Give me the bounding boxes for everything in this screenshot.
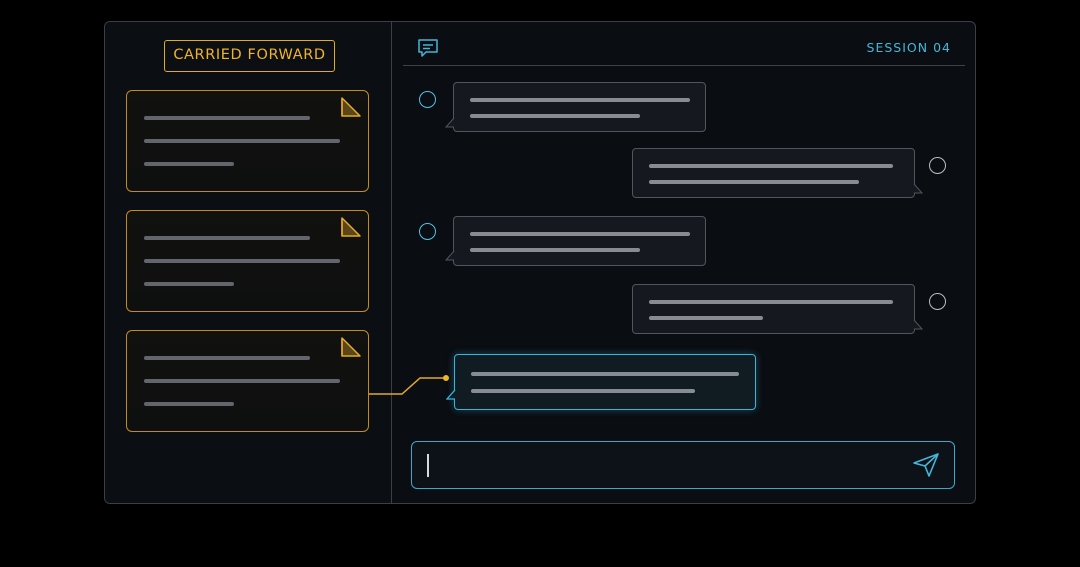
message-line bbox=[649, 316, 763, 320]
bubble-tail bbox=[913, 184, 923, 194]
message-line bbox=[649, 180, 859, 184]
bubble-tail bbox=[445, 251, 455, 261]
text-caret bbox=[427, 454, 429, 477]
user-avatar bbox=[929, 293, 946, 310]
message-bubble[interactable] bbox=[632, 148, 915, 198]
message-bubble[interactable] bbox=[632, 284, 915, 334]
message-input[interactable] bbox=[424, 450, 900, 480]
folded-corner-icon bbox=[341, 97, 361, 117]
paper-plane-icon[interactable] bbox=[912, 452, 940, 478]
message-line bbox=[471, 389, 695, 393]
assistant-avatar bbox=[419, 223, 436, 240]
note-line bbox=[144, 259, 340, 263]
header-divider bbox=[403, 65, 965, 66]
note-line bbox=[144, 356, 310, 360]
message-line bbox=[470, 114, 640, 118]
note-card-3[interactable] bbox=[126, 330, 369, 432]
message-composer[interactable] bbox=[411, 441, 955, 489]
note-line bbox=[144, 402, 234, 406]
user-avatar bbox=[929, 157, 946, 174]
carried-forward-badge: CARRIED FORWARD bbox=[164, 40, 335, 72]
folded-corner-icon bbox=[341, 337, 361, 357]
message-line bbox=[649, 164, 893, 168]
message-bubble[interactable] bbox=[453, 82, 706, 132]
carried-forward-panel: CARRIED FORWARD bbox=[105, 22, 392, 503]
message-line bbox=[471, 372, 739, 376]
message-line bbox=[470, 248, 640, 252]
message-bubble[interactable] bbox=[453, 216, 706, 266]
note-line bbox=[144, 379, 340, 383]
bubble-tail bbox=[446, 390, 456, 400]
note-line bbox=[144, 139, 340, 143]
folded-corner-icon bbox=[341, 217, 361, 237]
note-line bbox=[144, 116, 310, 120]
app-window: CARRIED FORWARD bbox=[104, 21, 976, 504]
note-card-2[interactable] bbox=[126, 210, 369, 312]
note-line bbox=[144, 162, 234, 166]
session-label: SESSION 04 bbox=[866, 40, 951, 55]
bubble-tail bbox=[913, 320, 923, 330]
message-line bbox=[470, 232, 690, 236]
note-card-1[interactable] bbox=[126, 90, 369, 192]
assistant-avatar bbox=[419, 91, 436, 108]
chat-panel: SESSION 04 bbox=[393, 22, 975, 503]
note-line bbox=[144, 236, 310, 240]
note-line bbox=[144, 282, 234, 286]
message-line bbox=[649, 300, 893, 304]
bubble-tail bbox=[445, 118, 455, 128]
highlighted-message-bubble[interactable] bbox=[454, 354, 756, 410]
message-line bbox=[470, 98, 690, 102]
chat-bubble-icon[interactable] bbox=[417, 38, 439, 58]
